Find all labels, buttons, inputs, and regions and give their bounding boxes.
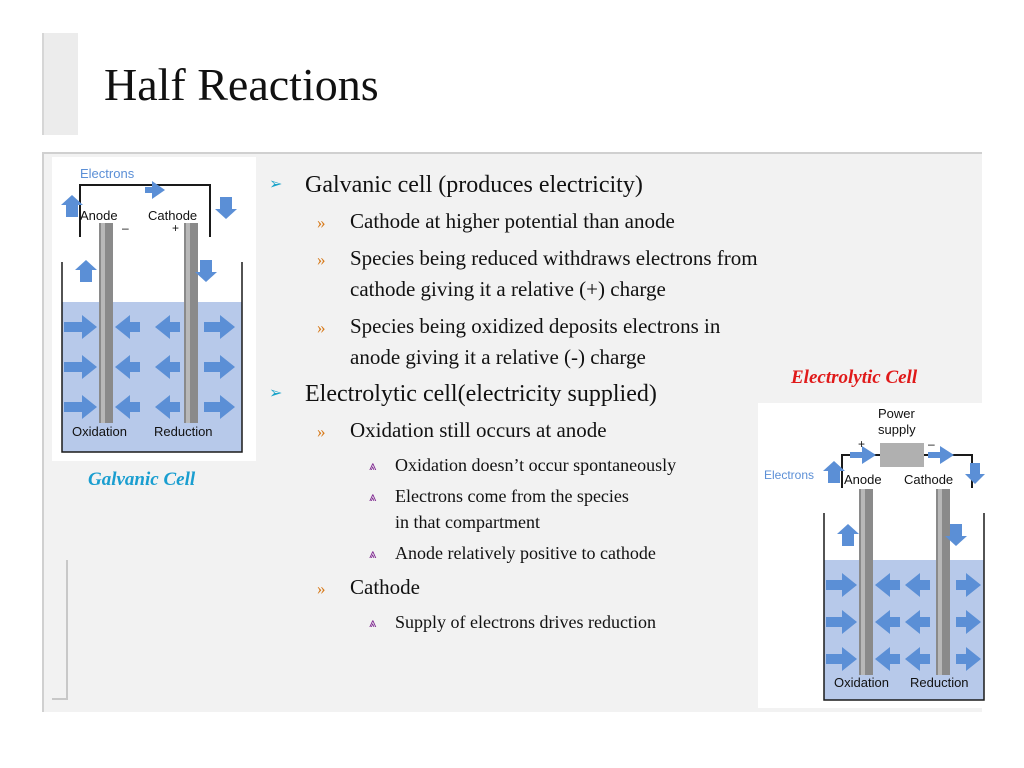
bullet-l1: ➢ Electrolytic cell(electricity supplied): [265, 379, 765, 409]
panel-corner-vertical: [66, 560, 68, 700]
anode-label: Anode: [80, 208, 118, 223]
minus-sign: –: [122, 221, 129, 235]
plus-sign: +: [858, 437, 865, 451]
up-arrow-icon: [823, 461, 845, 483]
electrons-label: Electrons: [764, 468, 814, 482]
beaker: [823, 513, 985, 701]
down-arrow-icon: [945, 524, 967, 546]
galvanic-caption: Galvanic Cell: [88, 469, 196, 490]
bullet-marker-icon: »: [317, 318, 326, 337]
bullet-l2: » Cathode at higher potential than anode: [265, 206, 765, 237]
bullet-text: Electrolytic cell(electricity supplied): [305, 381, 657, 407]
up-arrow-icon: [75, 260, 97, 282]
bullet-l1: ➢ Galvanic cell (produces electricity): [265, 170, 765, 200]
minus-sign: –: [928, 437, 935, 451]
bullet-text: Electrons come from the species in that …: [395, 486, 629, 532]
bullet-marker-icon: ⩓: [369, 489, 377, 504]
bullet-marker-icon: »: [317, 213, 326, 232]
ion-arrows: [64, 315, 235, 419]
bullet-marker-icon: »: [317, 579, 326, 598]
bullet-text: Oxidation still occurs at anode: [350, 418, 607, 442]
bullet-text: Species being reduced withdraws electron…: [350, 246, 758, 301]
bullet-marker-icon: »: [317, 250, 326, 269]
electrolytic-cell-diagram: Power supply + – Electrons Anode Cathode: [758, 403, 990, 708]
bullet-text: Oxidation doesn’t occur spontaneously: [395, 455, 677, 475]
electron-flow-arrow-icon: [145, 181, 165, 199]
bullet-marker-icon: ⩓: [369, 546, 377, 561]
title-accent-bar: [42, 33, 78, 135]
electrolytic-caption: Electrolytic Cell: [791, 367, 918, 388]
down-arrow-icon: [195, 260, 217, 282]
bullet-l2: » Species being oxidized deposits electro…: [265, 311, 765, 373]
bullet-text: Galvanic cell (produces electricity): [305, 172, 643, 198]
plus-sign: +: [172, 221, 179, 235]
beaker: [61, 262, 243, 453]
galvanic-cell-svg: Electrons Anode Cathode – + Oxidation: [61, 166, 243, 453]
electron-flow-arrow-icon: [928, 446, 954, 464]
power-label-1: Power: [878, 406, 916, 421]
oxidation-label: Oxidation: [72, 424, 127, 439]
bullet-marker-icon: ➢: [269, 176, 283, 193]
oxidation-label: Oxidation: [834, 675, 889, 690]
bullet-text: Species being oxidized deposits electron…: [350, 314, 721, 369]
bullet-l3: ⩓ Oxidation doesn’t occur spontaneously: [265, 452, 765, 478]
up-arrow-icon: [61, 195, 83, 217]
electrolytic-cell-svg: Power supply + – Electrons Anode Cathode: [764, 406, 985, 701]
bullet-text: Cathode at higher potential than anode: [350, 209, 675, 233]
bullet-l2: » Oxidation still occurs at anode: [265, 415, 765, 446]
reduction-label: Reduction: [154, 424, 213, 439]
bullet-text: Anode relatively positive to cathode: [395, 543, 656, 563]
panel-corner-horizontal: [52, 698, 68, 700]
electrons-label: Electrons: [80, 166, 135, 181]
bullet-marker-icon: »: [317, 422, 326, 441]
down-arrow-icon: [215, 197, 237, 219]
bullet-marker-icon: ➢: [269, 385, 283, 402]
slide-title: Half Reactions: [104, 59, 379, 110]
ion-arrows: [826, 573, 981, 671]
bullet-text: Supply of electrons drives reduction: [395, 612, 656, 632]
bullet-l3: ⩓ Anode relatively positive to cathode: [265, 540, 765, 566]
bullet-l2: » Species being reduced withdraws electro…: [265, 243, 765, 305]
bullet-text: Cathode: [350, 575, 420, 599]
cathode-label: Cathode: [148, 208, 197, 223]
power-supply-box: [880, 443, 924, 467]
down-arrow-icon: [965, 463, 985, 484]
wire: [79, 184, 211, 237]
up-arrow-icon: [837, 524, 859, 546]
bullet-l2: » Cathode: [265, 572, 765, 603]
electron-flow-arrow-icon: [850, 446, 876, 464]
bullet-list: ➢ Galvanic cell (produces electricity) » C…: [265, 168, 765, 640]
galvanic-cell-diagram: Electrons Anode Cathode – + Oxidation: [52, 157, 256, 461]
bullet-marker-icon: ⩓: [369, 615, 377, 630]
bullet-marker-icon: ⩓: [369, 458, 377, 473]
reduction-label: Reduction: [910, 675, 969, 690]
power-label-2: supply: [878, 422, 916, 437]
anode-label: Anode: [844, 472, 882, 487]
cathode-label: Cathode: [904, 472, 953, 487]
bullet-l3: ⩓ Supply of electrons drives reduction: [265, 609, 765, 635]
bullet-l3: ⩓ Electrons come from the species in that…: [265, 483, 645, 535]
